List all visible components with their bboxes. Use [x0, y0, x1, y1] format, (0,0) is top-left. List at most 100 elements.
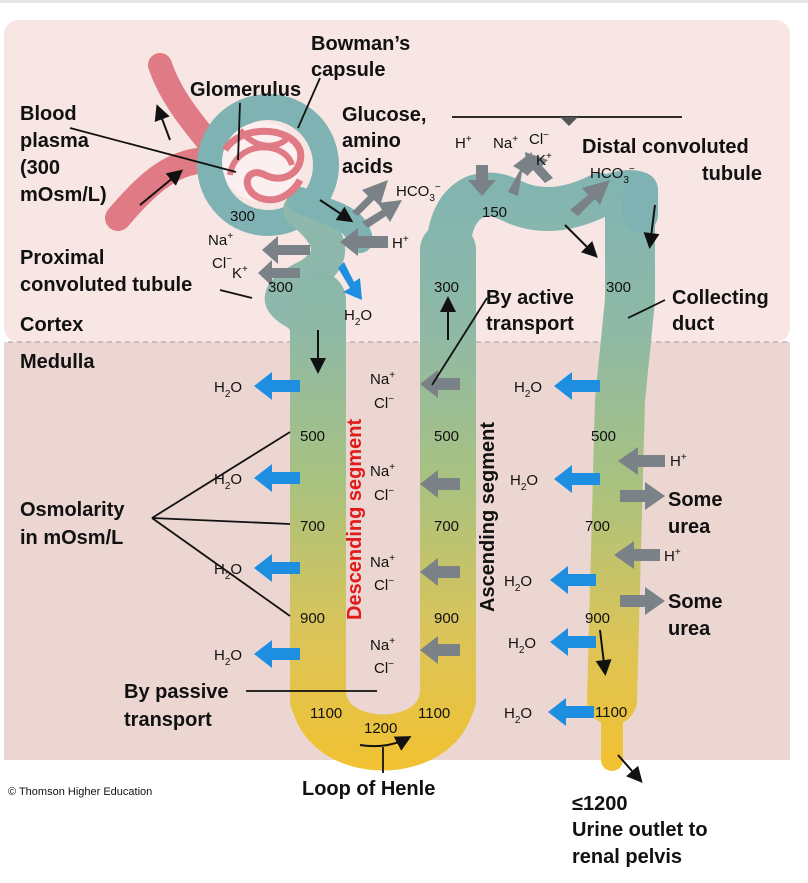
label-medulla: Medulla	[20, 351, 95, 373]
labels: Bowman’s capsule Glomerulus Blood plasma…	[8, 33, 769, 868]
osm-asc-700: 700	[434, 518, 459, 535]
ion-cd-h2o-4: H2O	[508, 635, 536, 656]
ion-asc-cl-4: Cl−	[374, 659, 394, 677]
label-glomerulus: Glomerulus	[190, 79, 301, 101]
ion-dct-hco3: HCO3−	[590, 164, 635, 186]
label-urea-1a: Some	[668, 489, 722, 511]
label-blood-2: plasma	[20, 130, 90, 152]
osm-loop-1200: 1200	[364, 720, 397, 737]
osm-cd-900: 900	[585, 610, 610, 627]
ion-asc-na-2: Na+	[370, 462, 395, 480]
gray-arrow-asc-3	[420, 558, 460, 586]
flow-loop-arrow	[359, 736, 412, 751]
osm-asc-500: 500	[434, 428, 459, 445]
label-distal-1: Distal convoluted	[582, 136, 749, 158]
dct-bracket-arrow	[560, 117, 578, 126]
ion-asc-na-3: Na+	[370, 553, 395, 571]
osm-desc-700: 700	[300, 518, 325, 535]
label-passive-1: By passive	[124, 681, 229, 703]
osm-asc-300: 300	[434, 279, 459, 296]
blood-in-arrow	[139, 169, 184, 206]
gray-arrow-pct-cl	[258, 260, 300, 286]
ion-asc-cl-3: Cl−	[374, 576, 394, 594]
label-active-2: transport	[486, 313, 574, 335]
label-descending: Descending segment	[344, 418, 366, 620]
label-ascending: Ascending segment	[477, 422, 499, 612]
flow-cd-top-arrow	[643, 204, 660, 249]
blue-arrow-cd-5	[548, 698, 594, 726]
label-urine-1: ≤1200	[572, 793, 627, 815]
osm-asc-900: 900	[434, 610, 459, 627]
ion-cd-h2o-2: H2O	[510, 472, 538, 493]
ion-desc-h2o-3: H2O	[214, 561, 242, 582]
label-loop: Loop of Henle	[302, 778, 435, 800]
blue-arrow-pct	[338, 262, 362, 300]
label-collecting-2: duct	[672, 313, 715, 335]
label-glucose-1: Glucose,	[342, 104, 426, 126]
gray-arrow-pct-na	[262, 236, 310, 264]
label-bowmans-2: capsule	[311, 59, 385, 81]
label-osmolarity-1: Osmolarity	[20, 499, 125, 521]
ion-cd-h2o-3: H2O	[504, 573, 532, 594]
blood-out-arrow	[154, 104, 171, 141]
ion-cd-h2o-5: H2O	[504, 705, 532, 726]
gray-arrow-h-pct	[340, 228, 388, 256]
flow-pct-arrow	[319, 199, 354, 223]
osm-dct-150: 150	[482, 204, 507, 221]
ion-pct-cl: Cl−	[212, 254, 232, 272]
ion-cd-h-1: H+	[670, 452, 687, 470]
osm-cd-1100: 1100	[595, 704, 627, 721]
ion-desc-h2o-4: H2O	[214, 647, 242, 668]
ion-desc-h2o-1: H2O	[214, 379, 242, 400]
gray-arrow-h-dct	[468, 165, 496, 196]
blue-arrow-desc-4	[254, 640, 300, 668]
ion-cd-h-2: H+	[664, 547, 681, 565]
blue-arrow-desc-2	[254, 464, 300, 492]
blue-arrow-cd-2	[554, 465, 600, 493]
blue-arrow-desc-3	[254, 554, 300, 582]
gray-arrow-asc-4	[420, 636, 460, 664]
label-collecting-1: Collecting	[672, 287, 769, 309]
gray-transport-arrows	[258, 152, 665, 664]
ion-asc-na-1: Na+	[370, 370, 395, 388]
blue-arrow-cd-1	[554, 372, 600, 400]
gray-arrow-glucose	[352, 180, 388, 216]
osm-cd-500: 500	[591, 428, 616, 445]
top-frame-line	[0, 0, 808, 3]
label-proximal-2: convoluted tubule	[20, 274, 192, 296]
ion-dct-k: K+	[536, 151, 552, 169]
ion-cd-h2o-1: H2O	[514, 379, 542, 400]
label-urine-3: renal pelvis	[572, 846, 682, 868]
gray-arrow-cd-urea-2	[620, 587, 665, 615]
ion-asc-na-4: Na+	[370, 636, 395, 654]
blue-arrow-cd-4	[550, 628, 596, 656]
osm-desc-500: 500	[300, 428, 325, 445]
flow-dct-arrow	[564, 224, 598, 258]
ion-pct-h2o: H2O	[344, 307, 372, 328]
label-blood-1: Blood	[20, 103, 77, 125]
label-passive-2: transport	[124, 709, 212, 731]
label-urea-2b: urea	[668, 618, 711, 640]
osm-cd-700: 700	[585, 518, 610, 535]
osm-desc-900: 900	[300, 610, 325, 627]
gray-arrow-hco3-dct	[570, 180, 610, 216]
osmolarity-values: 300 300 500 700 900 1100 1200 1100 900 7…	[230, 204, 631, 737]
gray-arrow-cd-h-1	[618, 447, 665, 475]
label-bowmans: Bowman’s	[311, 33, 410, 55]
blue-arrow-cd-3	[550, 566, 596, 594]
osm-glom: 300	[230, 208, 255, 225]
ion-dct-na: Na+	[493, 134, 518, 152]
ion-asc-cl-1: Cl−	[374, 394, 394, 412]
ion-labels: Na+ Cl− K+ HCO3− H+ H2O H+ Na+ Cl− K+ HC…	[208, 130, 687, 726]
label-blood-3: (300	[20, 157, 60, 179]
label-distal-2: tubule	[702, 163, 762, 185]
label-glucose-3: acids	[342, 156, 393, 178]
label-urine-2: Urine outlet to	[572, 819, 708, 841]
cortex-region	[4, 20, 790, 342]
blue-arrow-desc-1	[254, 372, 300, 400]
osm-loop-1100-left: 1100	[310, 705, 342, 722]
flow-cd-bottom-arrow	[595, 629, 612, 676]
label-glucose-2: amino	[342, 130, 401, 152]
osm-loop-1100-right: 1100	[418, 705, 450, 722]
